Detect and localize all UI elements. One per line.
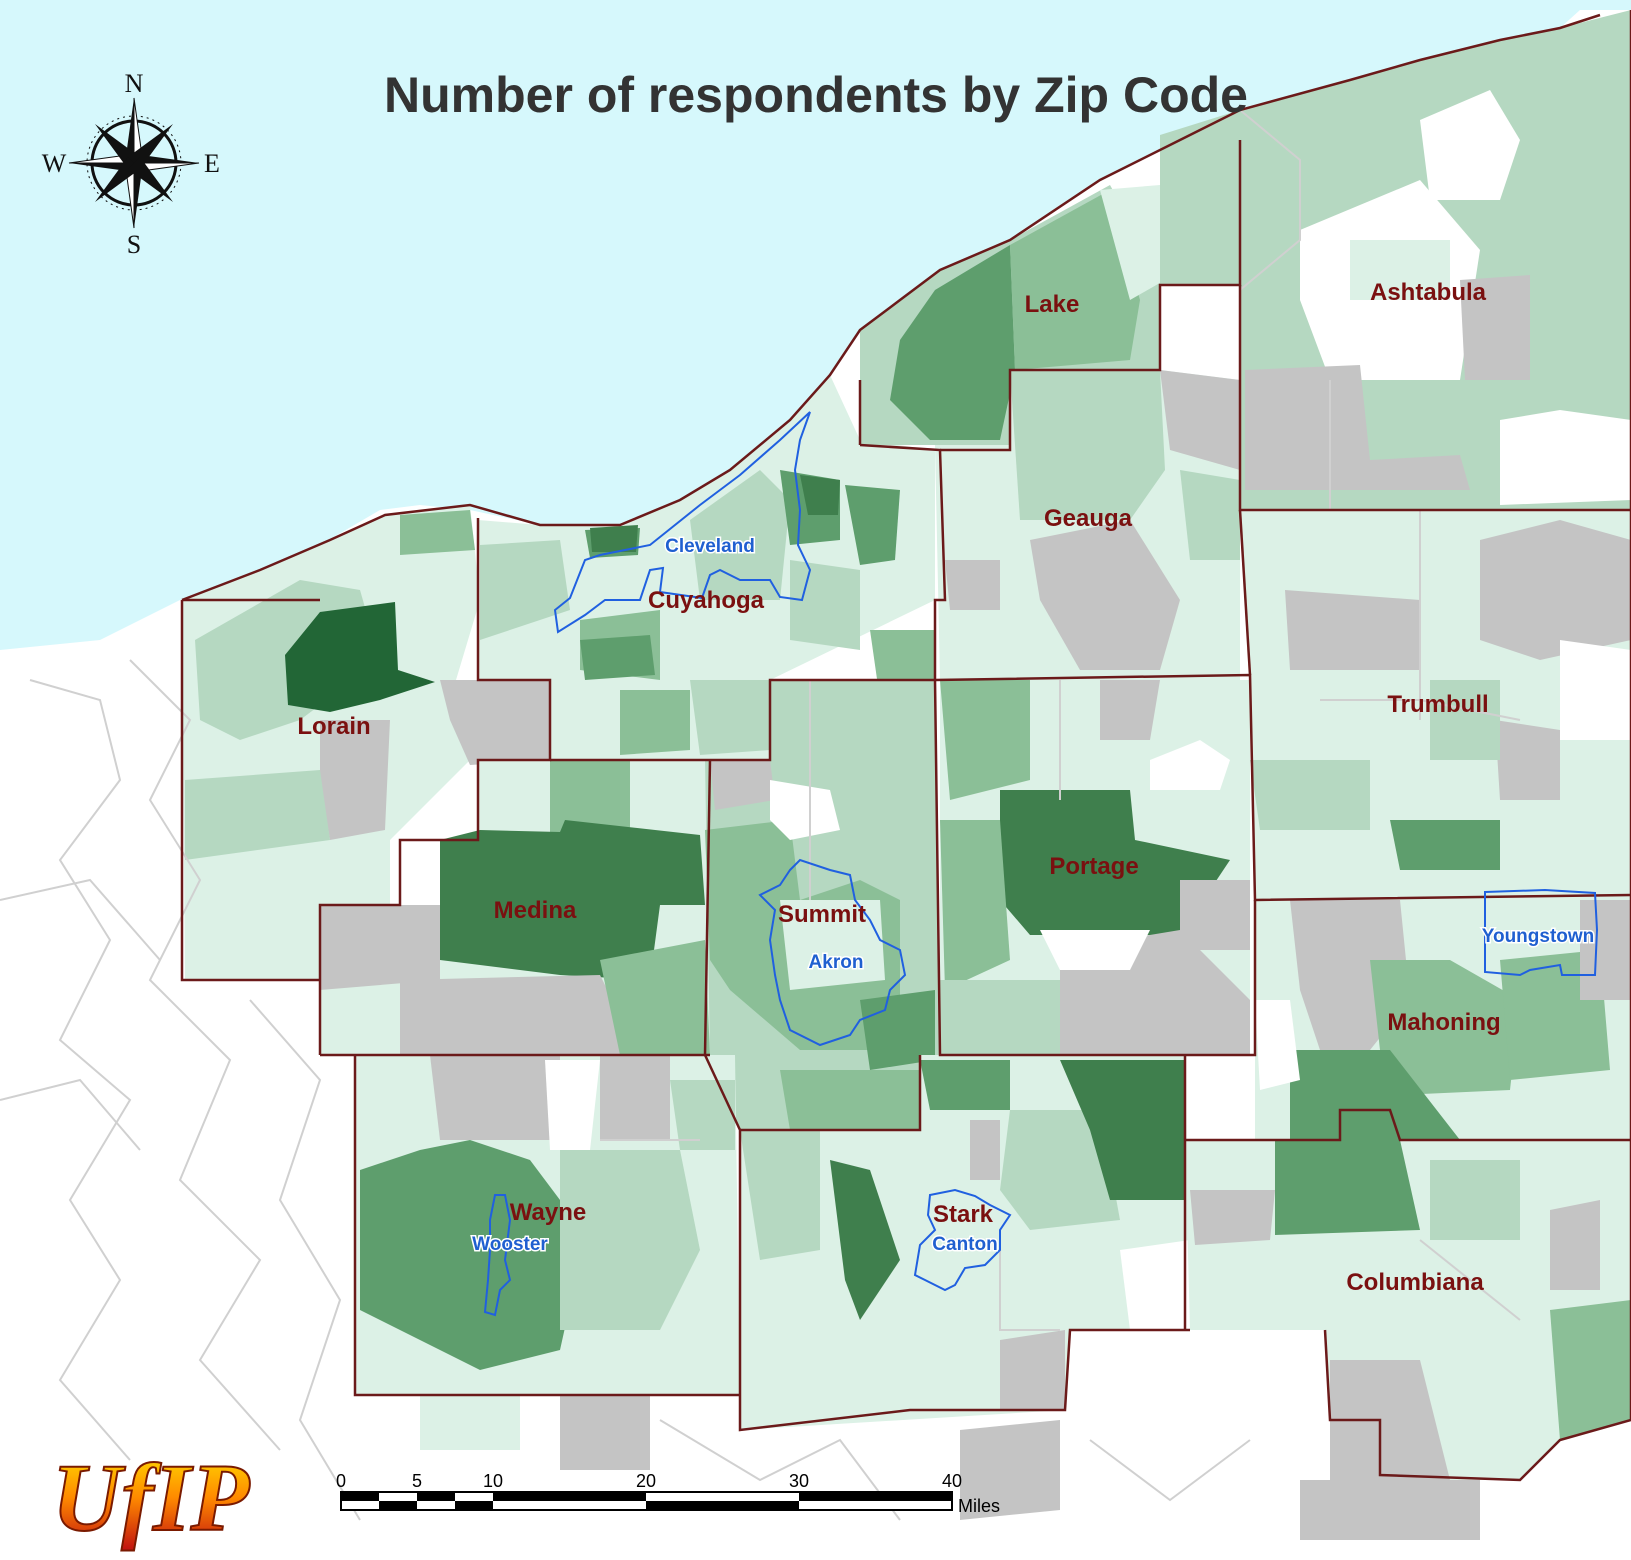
- city-label-canton: Canton: [932, 1234, 997, 1255]
- county-label-trumbull: Trumbull: [1387, 691, 1488, 718]
- county-label-lake: Lake: [1025, 291, 1080, 318]
- county-borders: [180, 10, 1631, 1482]
- compass-north: N: [125, 69, 144, 98]
- scale-unit: Miles: [958, 1496, 1000, 1516]
- city-label-wooster: Wooster: [472, 1234, 548, 1255]
- city-labels: Cleveland Akron Youngstown Wooster Canto…: [471, 535, 1596, 1257]
- scale-bar: 0 5 10 20 30 40 Miles: [336, 1471, 1000, 1516]
- city-label-akron: Akron: [809, 952, 864, 973]
- cleveland-outline: [553, 411, 812, 634]
- county-label-lorain: Lorain: [297, 713, 370, 740]
- youngstown-outline: [1484, 888, 1599, 977]
- compass-rose: N S E W: [42, 69, 220, 259]
- zip-shading: [182, 10, 1631, 1540]
- county-label-portage: Portage: [1049, 853, 1138, 880]
- county-label-medina: Medina: [494, 897, 577, 924]
- scale-tick-0: 0: [336, 1471, 346, 1491]
- canton-outline: [913, 1188, 1012, 1292]
- city-label-cleveland: Cleveland: [665, 536, 755, 557]
- county-label-cuyahoga: Cuyahoga: [648, 587, 765, 614]
- north-arrow-icon: [68, 97, 200, 229]
- county-label-geauga: Geauga: [1044, 505, 1133, 532]
- county-label-mahoning: Mahoning: [1387, 1009, 1500, 1036]
- lake-erie: [0, 0, 1631, 650]
- wooster-outline: [483, 1194, 512, 1317]
- county-label-wayne: Wayne: [510, 1199, 586, 1226]
- county-label-summit: Summit: [778, 901, 866, 928]
- scale-tick-10: 10: [483, 1471, 503, 1491]
- ufip-logo: UfIP: [52, 1444, 251, 1551]
- akron-outline: [758, 858, 907, 1047]
- city-outlines: [483, 411, 1599, 1317]
- scale-tick-5: 5: [412, 1471, 422, 1491]
- county-label-stark: Stark: [933, 1201, 994, 1228]
- compass-west: W: [42, 149, 67, 178]
- city-label-youngstown: Youngstown: [1482, 926, 1595, 947]
- compass-south: S: [127, 230, 141, 259]
- map-title: Number of respondents by Zip Code: [384, 67, 1248, 123]
- scale-tick-20: 20: [636, 1471, 656, 1491]
- compass-east: E: [204, 149, 220, 178]
- county-label-columbiana: Columbiana: [1346, 1269, 1484, 1296]
- county-labels: Lake Ashtabula Geauga Cuyahoga Lorain Tr…: [297, 279, 1500, 1296]
- scale-tick-30: 30: [789, 1471, 809, 1491]
- county-label-ashtabula: Ashtabula: [1370, 279, 1487, 306]
- scale-tick-40: 40: [942, 1471, 962, 1491]
